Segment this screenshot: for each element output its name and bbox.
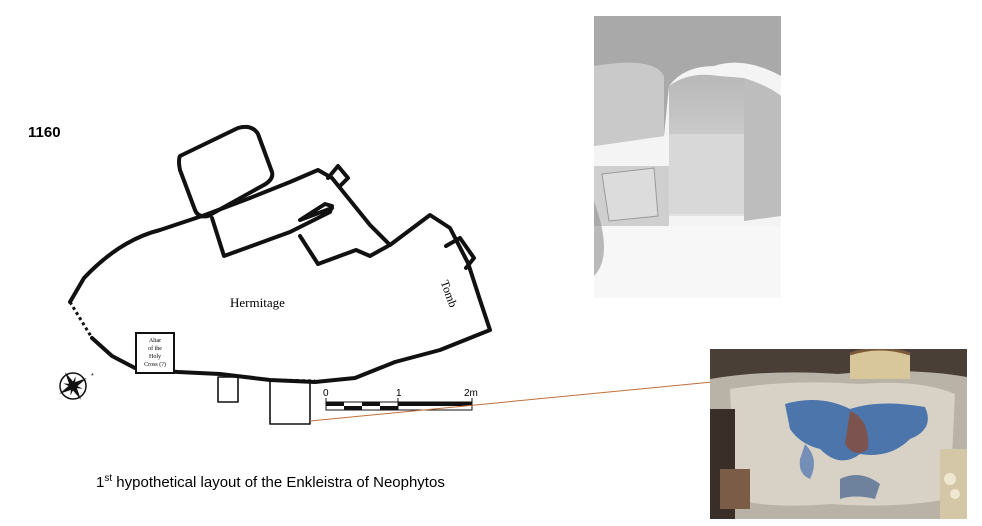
altar-box [135, 332, 175, 374]
inner-alcove [298, 234, 390, 266]
render-image [594, 16, 781, 298]
inner-wall [210, 202, 334, 258]
altar-label-1: Altar [149, 338, 161, 344]
lower-room-large [269, 380, 311, 425]
compass-rose-icon: * [59, 372, 94, 400]
year-label: 1160 [28, 124, 61, 141]
leader-line-lower [309, 381, 713, 422]
outer-wall [68, 168, 492, 384]
upper-room [177, 124, 275, 219]
altar-label-2: of the [148, 345, 162, 352]
scale-bar: 0 1 2m [323, 388, 478, 411]
scale-label-0: 0 [323, 388, 329, 399]
altar-label-3: Holy [149, 354, 161, 360]
svg-text:*: * [91, 373, 94, 380]
fresco-photo [710, 349, 967, 519]
lower-room-small [217, 376, 239, 403]
caption: 1st hypothetical layout of the Enkleistr… [96, 473, 445, 492]
niche-top [326, 164, 350, 188]
altar-label-4: Cross (?) [144, 361, 166, 368]
scale-label-2m: 2m [464, 388, 478, 399]
open-wall-south [271, 378, 316, 383]
hermitage-label: Hermitage [230, 295, 285, 310]
tomb-niche [444, 236, 476, 270]
open-wall-west [68, 301, 94, 339]
tomb-label: Tomb [438, 278, 461, 309]
scale-label-1: 1 [396, 388, 402, 399]
